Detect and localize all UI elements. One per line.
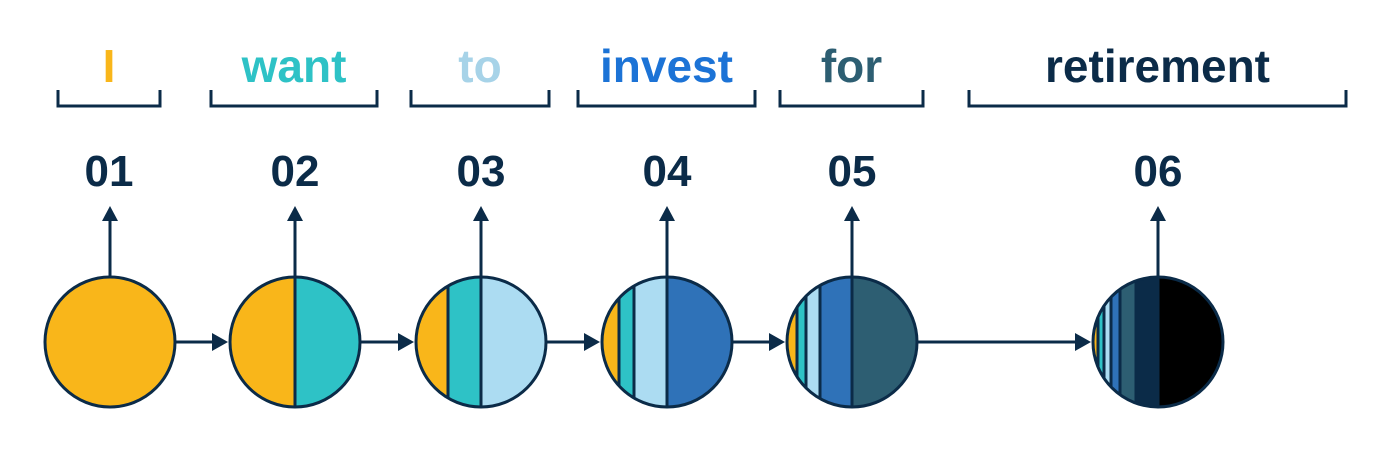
band-1 (602, 277, 619, 407)
band-6 (1136, 277, 1158, 407)
band-5 (852, 277, 917, 407)
band-1 (45, 277, 175, 407)
up-arrow-head-4 (659, 206, 675, 221)
band-2 (797, 277, 806, 407)
up-arrow-head-5 (844, 206, 860, 221)
band-3 (634, 277, 667, 407)
step-number-2: 02 (270, 147, 320, 196)
step-number-3: 03 (456, 147, 506, 196)
word-3: to (458, 40, 502, 92)
connector-head-5 (1075, 333, 1091, 351)
bracket-6 (967, 90, 1348, 108)
band-1 (1093, 277, 1098, 407)
circle-bands-4 (602, 277, 732, 407)
up-arrow-head-2 (287, 206, 303, 221)
band-7 (1158, 277, 1223, 407)
band-4 (820, 277, 852, 407)
band-1 (787, 277, 797, 407)
step-number-1: 01 (84, 147, 134, 196)
connector-head-4 (769, 333, 785, 351)
word-6: retirement (1045, 40, 1270, 92)
connector-head-2 (398, 333, 414, 351)
band-1 (230, 277, 295, 407)
band-3 (806, 277, 820, 407)
connector-head-1 (212, 333, 228, 351)
step-number-4: 04 (642, 147, 692, 196)
word-4: invest (600, 40, 733, 92)
bracket-4 (576, 90, 757, 108)
bracket-1 (56, 90, 162, 108)
band-2 (295, 277, 360, 407)
step-number-6: 06 (1133, 147, 1183, 196)
step-number-5: 05 (827, 147, 877, 196)
band-4 (1111, 277, 1120, 407)
word-2: want (241, 40, 347, 92)
bracket-2 (209, 90, 379, 108)
up-arrow-head-1 (102, 206, 118, 221)
band-4 (667, 277, 732, 407)
up-arrow-head-6 (1150, 206, 1166, 221)
word-5: for (820, 40, 883, 92)
band-3 (481, 277, 546, 407)
band-2 (619, 277, 634, 407)
circle-bands-1 (45, 277, 175, 407)
bracket-3 (409, 90, 551, 108)
word-1: I (102, 40, 116, 92)
band-5 (1120, 277, 1136, 407)
band-3 (1104, 277, 1111, 407)
band-2 (448, 277, 481, 407)
connector-head-3 (584, 333, 600, 351)
band-2 (1098, 277, 1104, 407)
up-arrow-head-3 (473, 206, 489, 221)
band-1 (416, 277, 448, 407)
bracket-5 (778, 90, 925, 108)
